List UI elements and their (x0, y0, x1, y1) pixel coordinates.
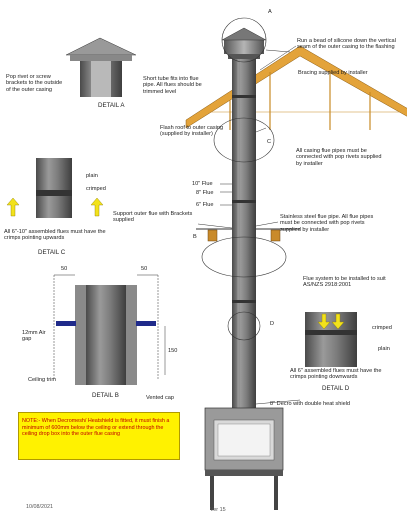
flashing-note: Run a bead of silicone down the vertical… (297, 38, 396, 51)
leader-lines (197, 45, 301, 405)
detail-circle-b (201, 236, 287, 278)
ceiling-trim-label: Ceiling trim (28, 377, 56, 383)
detail-circle-d (227, 311, 261, 341)
detail-a-drawing (65, 37, 137, 97)
wood-stove (204, 407, 284, 510)
flue-8-label: 8" Flue (196, 190, 214, 196)
label-b: B (193, 234, 197, 240)
plain-label-c: plain (86, 173, 98, 179)
decro-note: 8" Decro with double heat shield (270, 401, 351, 407)
dim-50-left: 50 (61, 266, 68, 272)
label-d: D (270, 321, 275, 327)
roof (185, 45, 407, 130)
label-a: A (268, 9, 272, 15)
detail-b-drawing (53, 274, 166, 385)
flash-roof-note: Flash roof to outer casing (supplied by … (160, 125, 224, 138)
vented-cap-label: Vented cap (146, 395, 174, 401)
crimps-up-note: All 6"-10" assembled flues must have the… (4, 229, 106, 242)
pop-rivet-note: Pop rivet or screw brackets to the outsi… (6, 74, 63, 93)
top-cowl (221, 27, 267, 59)
detail-c-title: DETAIL C (38, 249, 66, 256)
flue-6-label: 6" Flue (196, 202, 214, 208)
system-standard-note: Flue system to be installed to suit AS/N… (303, 276, 386, 289)
crimps-down-note: All 6" assembled flues must have the cri… (290, 368, 382, 381)
detail-a-title: DETAIL A (98, 102, 125, 109)
detail-circle-a (221, 17, 267, 63)
warning-note-box (18, 412, 180, 460)
short-tube-note: Short tube fits into flue pipe. All flue… (143, 76, 202, 95)
flue-10-label: 10" Flue (192, 181, 213, 187)
crimped-label-c: crimped (86, 186, 106, 192)
main-flue (232, 58, 256, 408)
bracing-note: Bracing supplied by installer (298, 70, 368, 76)
detail-d-drawing (305, 312, 357, 367)
detail-circle-c (213, 117, 275, 163)
detail-c-drawing (6, 158, 104, 218)
support-note: Support outer flue with Brackets supplie… (113, 211, 193, 224)
crimped-label-d: crimped (372, 325, 392, 331)
casing-pipes-note: All casing flue pipes must be connected … (296, 148, 382, 167)
detail-b-title: DETAIL B (92, 392, 119, 399)
warning-note-text: NOTE:- When Decromesh/ Heatshield is fit… (22, 418, 170, 438)
footer-date: 10/08/2021 (26, 504, 53, 510)
air-gap-label: 12mm Air gap (22, 330, 46, 343)
plain-label-d: plain (378, 346, 390, 352)
dim-50-right: 50 (141, 266, 148, 272)
footer-version: Ver 15 (210, 507, 226, 513)
label-c: C (267, 139, 272, 145)
detail-d-title: DETAIL D (322, 385, 350, 392)
dim-150: 150 (168, 348, 178, 354)
stainless-note: Stainless steel flue pipe. All flue pipe… (280, 214, 374, 233)
